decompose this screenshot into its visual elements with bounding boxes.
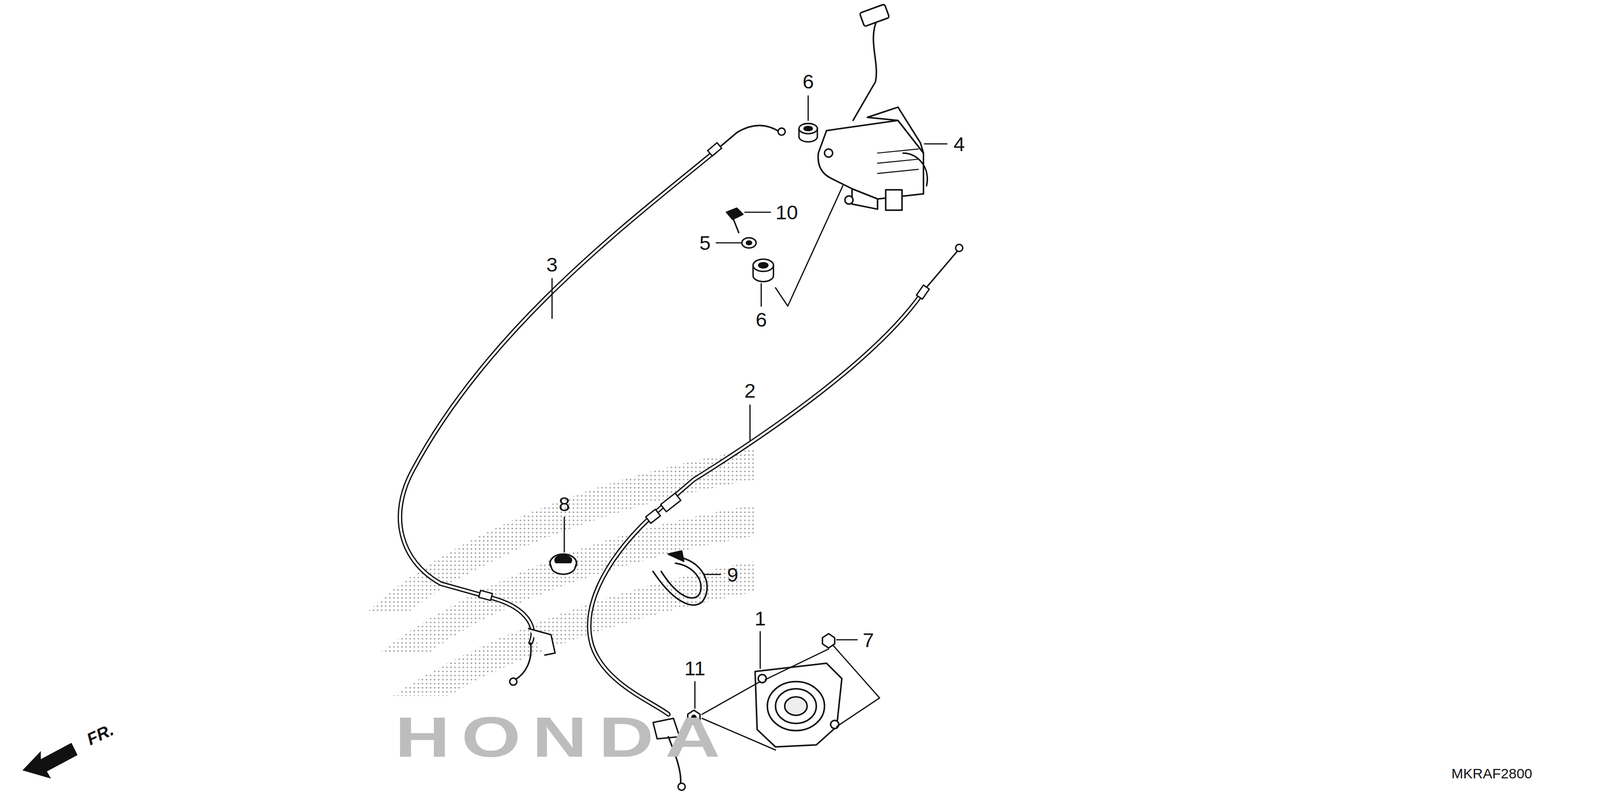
clamp-9 <box>653 551 708 606</box>
callout-number: 6 <box>755 309 768 330</box>
brand-watermark: HONDA <box>394 708 732 766</box>
washer-5 <box>741 237 756 248</box>
callout-number: 6 <box>802 71 814 92</box>
grommet-6 <box>752 259 774 282</box>
callout-number: 8 <box>558 494 570 515</box>
actuator-4 <box>818 4 928 211</box>
front-mark: FR. <box>84 721 117 749</box>
leader-lines <box>552 96 947 751</box>
bolt-10 <box>726 208 744 233</box>
callout-number: 5 <box>699 232 711 254</box>
callout-number: 4 <box>953 133 965 154</box>
diagram-code: MKRAF2800 <box>1451 766 1533 781</box>
callout-number: 11 <box>684 658 706 679</box>
front-arrow <box>22 743 78 779</box>
callout-number: 2 <box>744 380 756 401</box>
grommet-6 <box>799 123 818 142</box>
grommet-8 <box>550 553 577 575</box>
callout-number: 10 <box>775 202 799 223</box>
callout-number: 9 <box>727 564 739 585</box>
callout-number: 3 <box>546 254 558 275</box>
plate-1 <box>755 663 842 747</box>
callout-number: 1 <box>754 608 766 629</box>
callout-number: 7 <box>862 629 874 650</box>
